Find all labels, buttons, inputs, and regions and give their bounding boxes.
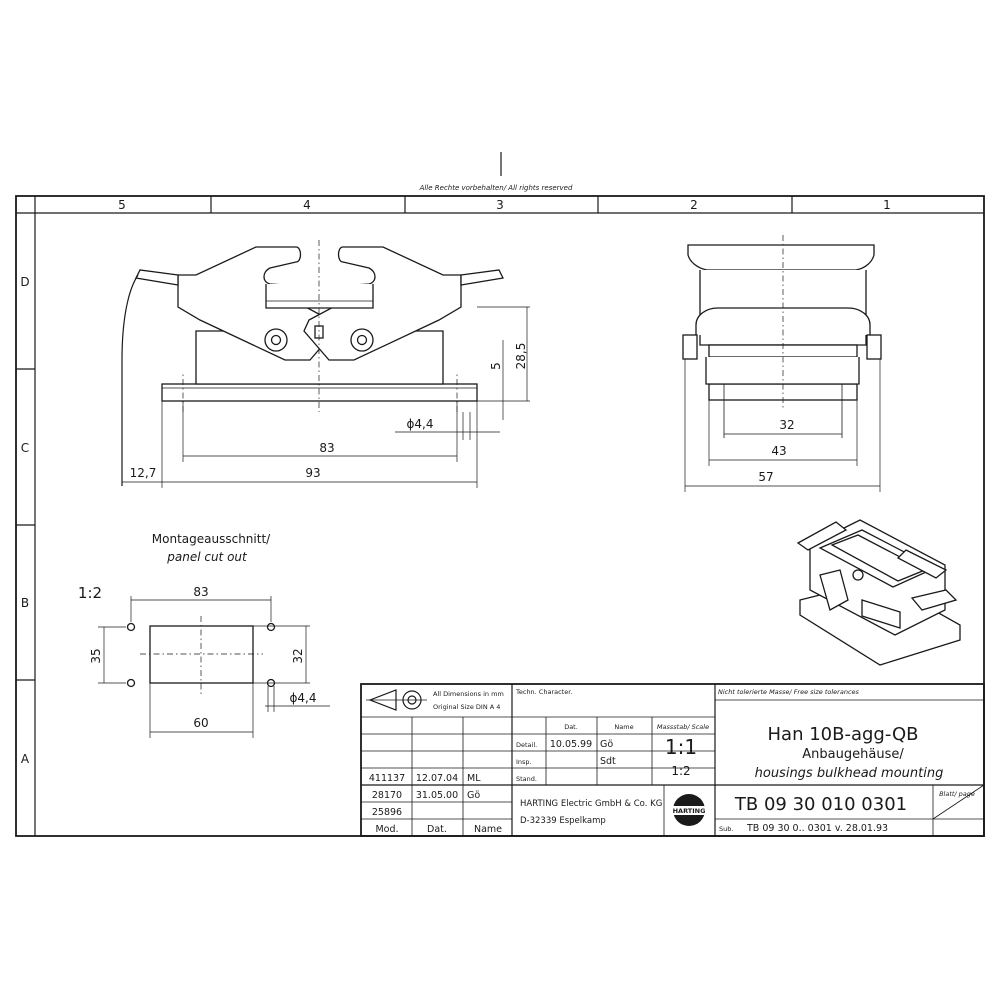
title-block-text: All Dimensions in mm Original Size DIN A… — [369, 688, 975, 835]
side-view — [682, 235, 882, 438]
sub-label: Sub. — [719, 825, 733, 833]
grid-col-5: 5 — [118, 198, 126, 212]
isometric-view — [796, 519, 961, 666]
cutout-dimensions: 83 35 32 ϕ4,4 60 — [89, 585, 330, 738]
row-detail: Detail. — [516, 741, 537, 749]
side-view-dimensions: 32 43 57 — [684, 359, 881, 492]
projection-symbol-icon — [366, 689, 427, 711]
front-view — [121, 240, 504, 486]
foot-dat: Dat. — [427, 824, 447, 835]
col-name: Name — [614, 723, 633, 731]
dim-outer: 57 — [758, 470, 773, 484]
insp-name: Sdt — [600, 756, 616, 767]
company-line-1: HARTING Electric GmbH & Co. KG — [520, 799, 662, 809]
logo-text: HARTING — [673, 807, 706, 815]
scale-sub: 1:2 — [671, 764, 690, 778]
dimensions-note-2: Original Size DIN A 4 — [433, 703, 500, 711]
revision-1-date: 12.07.04 — [416, 773, 458, 784]
revision-2-mod: 28170 — [372, 790, 402, 801]
dim-offset: 12,7 — [130, 466, 157, 480]
company-line-2: D-32339 Espelkamp — [520, 816, 606, 826]
foot-name: Name — [474, 824, 502, 835]
detail-date: 10.05.99 — [550, 739, 592, 750]
dim-mid: 43 — [771, 444, 786, 458]
grid-row-b: B — [21, 596, 29, 610]
dim-inner: 32 — [779, 418, 794, 432]
row-insp: Insp. — [516, 758, 532, 766]
grid-row-c: C — [21, 441, 29, 455]
grid-col-2: 2 — [690, 198, 698, 212]
grid-col-1: 1 — [883, 198, 891, 212]
cutout-title-en: panel cut out — [166, 550, 248, 564]
tolerances: Nicht tolerierte Masse/ Free size tolera… — [718, 688, 860, 696]
dimensions-note-1: All Dimensions in mm — [433, 690, 504, 698]
title-block — [360, 683, 985, 837]
cutout-scale: 1:2 — [78, 584, 102, 602]
cutout-dim-hole-spacing: 83 — [193, 585, 208, 599]
cutout-dim-height: 35 — [89, 648, 103, 663]
front-view-dimensions: 28,5 5 ϕ4,4 83 93 12,7 — [122, 306, 530, 488]
harting-logo: HARTING — [672, 794, 706, 826]
revision-1-mod: 411137 — [369, 773, 405, 784]
foot-mod: Mod. — [375, 824, 398, 835]
grid-col-3: 3 — [496, 198, 504, 212]
product-subtitle-en: housings bulkhead mounting — [755, 766, 944, 781]
page-label: Blatt/ page — [939, 790, 975, 798]
dim-hole: ϕ4,4 — [407, 417, 434, 431]
cutout-dim-inner-height: 32 — [291, 648, 305, 663]
cutout-dim-hole: ϕ4,4 — [290, 691, 317, 705]
cutout-dim-width: 60 — [193, 716, 208, 730]
dim-length: 93 — [305, 466, 320, 480]
grid-row-d: D — [20, 275, 29, 289]
revision-1-name: ML — [467, 773, 481, 784]
grid-col-4: 4 — [303, 198, 311, 212]
revision-2-date: 31.05.00 — [416, 790, 458, 801]
drawing-number: TB 09 30 010 0301 — [734, 794, 907, 815]
grid-row-a: A — [21, 752, 30, 766]
product-subtitle-de: Anbaugehäuse/ — [802, 747, 904, 762]
revision-3-mod: 25896 — [372, 807, 402, 818]
cutout-titles: Montageausschnitt/ panel cut out 1:2 — [78, 532, 271, 602]
detail-name: Gö — [600, 739, 613, 750]
scale-label: Massstab/ Scale — [657, 723, 709, 731]
row-stand: Stand. — [516, 775, 537, 783]
dim-hole-spacing: 83 — [319, 441, 334, 455]
col-dat: Dat. — [564, 723, 578, 731]
grid-row-labels: D C B A — [20, 275, 30, 766]
panel-cutout — [126, 616, 276, 694]
techn-character: Techn. Character. — [515, 688, 572, 696]
dim-flange: 5 — [489, 362, 503, 370]
sub-text: TB 09 30 0.. 0301 v. 28.01.93 — [746, 823, 888, 834]
grid-column-labels: 5 4 3 2 1 — [118, 198, 891, 212]
cutout-title-de: Montageausschnitt/ — [152, 532, 271, 546]
dim-height: 28,5 — [514, 343, 528, 370]
product-title: Han 10B-agg-QB — [768, 724, 919, 745]
rights-note: Alle Rechte vorbehalten/ All rights rese… — [419, 184, 573, 192]
scale-main: 1:1 — [665, 735, 697, 759]
revision-2-name: Gö — [467, 790, 480, 801]
